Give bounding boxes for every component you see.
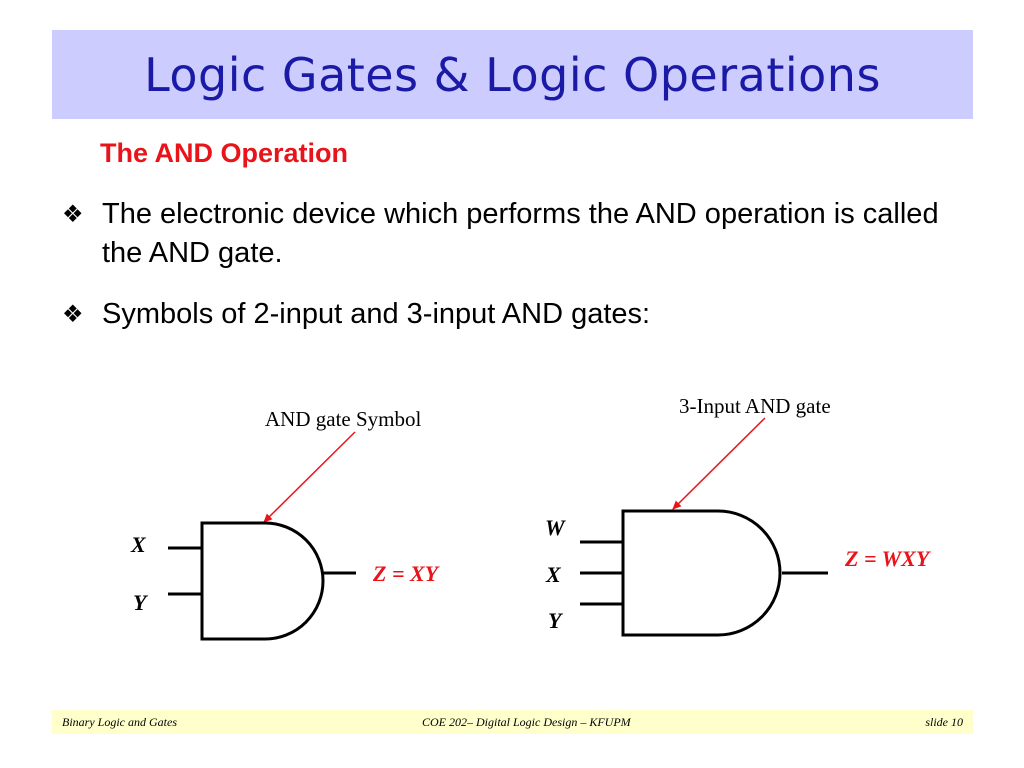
gate2-body	[200, 521, 325, 641]
gate2-caption-arrow	[263, 431, 356, 523]
bullet-text: Symbols of 2-input and 3-input AND gates…	[102, 298, 651, 330]
gate3-input-label-y: Y	[548, 608, 564, 633]
gate2-input-label-y: Y	[133, 590, 149, 615]
gate3-caption-arrow	[672, 417, 766, 510]
bullet-item: ❖ Symbols of 2-input and 3-input AND gat…	[62, 295, 982, 334]
slide-footer: Binary Logic and Gates COE 202– Digital …	[52, 710, 973, 734]
gate3-output-label: Z = WXY	[844, 546, 932, 571]
diamond-bullet-icon: ❖	[62, 301, 84, 328]
title-bar: Logic Gates & Logic Operations	[52, 30, 973, 119]
footer-slide-number: slide 10	[925, 715, 963, 729]
footer-course: COE 202– Digital Logic Design – KFUPM	[422, 715, 631, 729]
two-input-and-gate: AND gate Symbol X Y Z = XY	[130, 407, 441, 641]
bullet-text: The electronic device which performs the…	[102, 198, 939, 269]
gate2-output-label: Z = XY	[372, 561, 441, 586]
three-input-and-gate: 3-Input AND gate W X Y Z = WXY	[545, 394, 932, 637]
bullet-item: ❖ The electronic device which performs t…	[62, 195, 982, 273]
gate2-caption: AND gate Symbol	[265, 407, 421, 431]
gate3-input-label-w: W	[545, 515, 566, 540]
gate3-caption: 3-Input AND gate	[679, 394, 831, 418]
page-title: Logic Gates & Logic Operations	[144, 47, 881, 102]
section-heading: The AND Operation	[100, 138, 349, 168]
gate2-input-label-x: X	[130, 532, 147, 557]
gate3-body	[621, 509, 782, 637]
gate3-input-label-x: X	[545, 562, 562, 587]
diamond-bullet-icon: ❖	[62, 201, 84, 228]
footer-topic: Binary Logic and Gates	[62, 715, 177, 729]
